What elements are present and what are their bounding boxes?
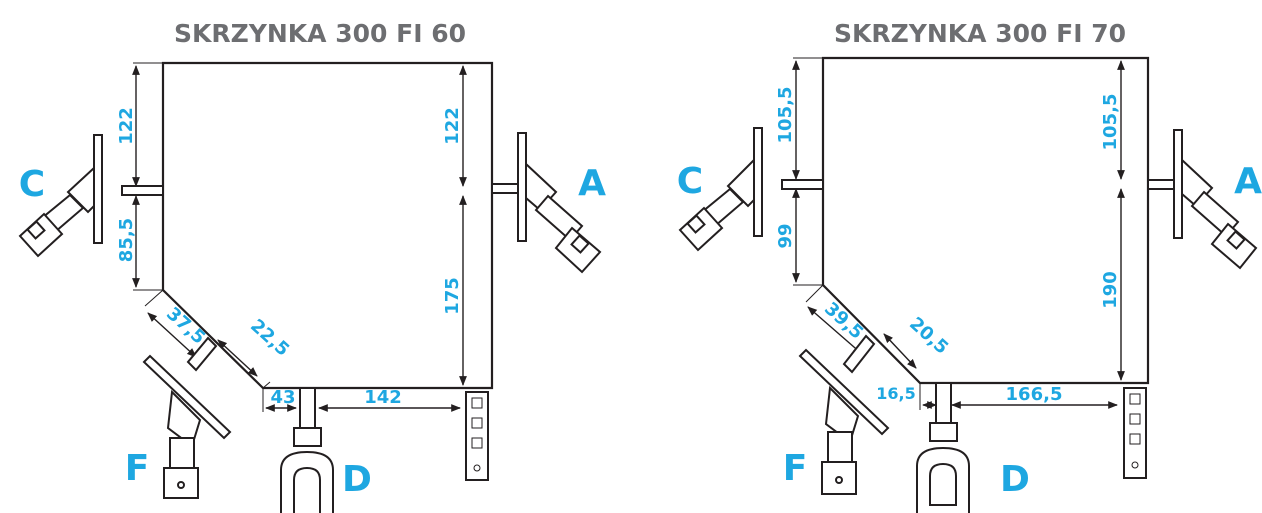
dimension-left (792, 57, 823, 286)
label-f: F (783, 448, 808, 489)
box-outline (821, 56, 1150, 385)
dim-right-bottom: 190 (1100, 271, 1121, 309)
diagram-fi-70: SKRZYNKA 300 FI 70 105,5 99 105,5 190 39… (677, 19, 1262, 513)
mounting-rail (465, 391, 489, 481)
dimension-bottom (262, 388, 461, 412)
connector-f (142, 336, 232, 499)
diagram-title: SKRZYNKA 300 FI 70 (834, 19, 1126, 48)
connector-a (1147, 129, 1258, 270)
connector-d (280, 387, 334, 513)
connector-c (18, 134, 164, 258)
dim-left-bottom: 99 (775, 223, 796, 248)
label-c: C (19, 164, 45, 205)
dim-left-top: 105,5 (775, 87, 796, 144)
label-a: A (1234, 161, 1262, 202)
dim-bottom-right: 142 (364, 387, 402, 408)
connector-a (491, 132, 602, 274)
dim-bottom-left: 16,5 (876, 384, 915, 403)
connector-c (678, 127, 824, 252)
diagram-title: SKRZYNKA 300 FI 60 (174, 19, 466, 48)
label-c: C (677, 161, 703, 202)
dim-left-bottom: 85,5 (116, 218, 137, 262)
label-d: D (342, 459, 372, 500)
dimension-left (132, 62, 163, 291)
dimension-diagonal (144, 289, 271, 389)
box-outline (161, 61, 494, 390)
diagram-fi-60: SKRZYNKA 300 FI 60 122 85,5 122 175 37,5… (18, 19, 606, 513)
dim-right-top: 105,5 (1100, 94, 1121, 151)
label-a: A (578, 163, 606, 204)
dim-right-bottom: 175 (442, 277, 463, 315)
label-d: D (1000, 459, 1030, 500)
mounting-rail (1123, 387, 1147, 479)
dim-left-top: 122 (116, 107, 137, 145)
connector-d (916, 382, 970, 513)
connector-f (798, 334, 890, 495)
dim-bottom-right: 166,5 (1006, 384, 1063, 405)
dimension-bottom (919, 383, 1118, 410)
dim-right-top: 122 (442, 107, 463, 145)
dimension-diagonal (805, 284, 917, 369)
label-f: F (125, 448, 150, 489)
dim-bottom-left: 43 (270, 387, 295, 408)
